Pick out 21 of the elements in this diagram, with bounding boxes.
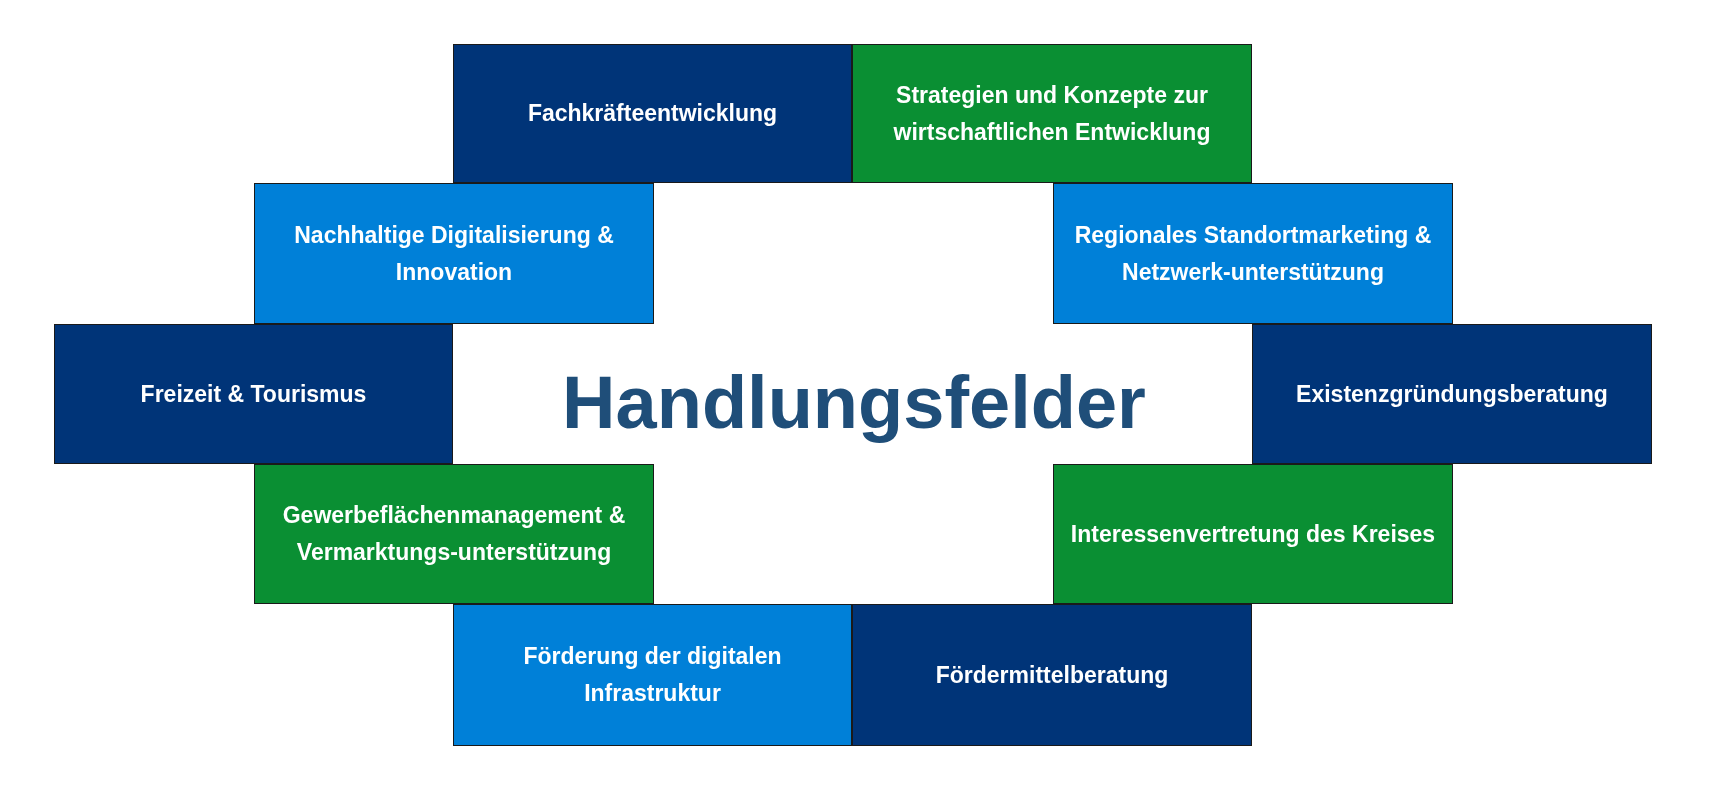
field-label: Förderung der digitalen Infrastruktur bbox=[522, 642, 783, 708]
field-box bbox=[54, 324, 453, 464]
field-label: Nachhaltige Digitalisierung & Innovation bbox=[293, 220, 615, 287]
field-box bbox=[453, 604, 852, 746]
field-label: Regionales Standortmarketing & Netzwerk-unterstützung bbox=[1073, 220, 1433, 287]
field-box bbox=[852, 44, 1252, 183]
field-label: Existenzgründungsberatung bbox=[1295, 379, 1609, 409]
field-box bbox=[1053, 464, 1453, 604]
field-label: Fördermittelberatung bbox=[934, 660, 1170, 690]
field-box bbox=[254, 183, 654, 324]
field-box bbox=[254, 464, 654, 604]
field-box bbox=[1053, 183, 1453, 324]
field-label: Freizeit & Tourismus bbox=[139, 379, 368, 409]
field-label: Strategien und Konzepte zur wirtschaftlichen Entwicklung bbox=[892, 80, 1212, 147]
diagram-title: Handlungsfelder bbox=[561, 360, 1147, 445]
field-label: Gewerbeflächenmanagement & Vermarktungs-unterstützung bbox=[281, 501, 627, 567]
field-box bbox=[1252, 324, 1652, 464]
field-box bbox=[453, 44, 852, 183]
field-label: Fachkräfteentwicklung bbox=[526, 99, 779, 129]
field-box bbox=[852, 604, 1252, 746]
field-label: Interessenvertretung des Kreises bbox=[1069, 519, 1437, 549]
